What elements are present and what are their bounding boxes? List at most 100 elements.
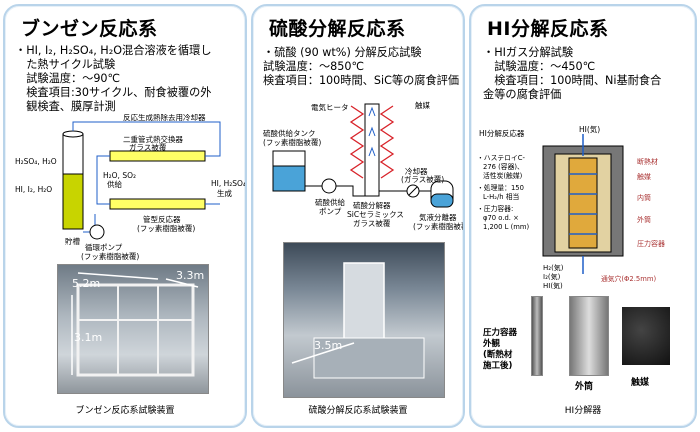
label-outer: 外筒 bbox=[637, 215, 651, 224]
tank-top bbox=[62, 130, 84, 138]
bunsen-title: ブンゼン反応系 bbox=[21, 18, 158, 40]
label-pump: 硫酸供給 bbox=[315, 197, 345, 207]
pressure-vessel-photo-label: 圧力容器 外観 (断熱材 施工後) bbox=[483, 328, 517, 372]
photo-label-line: 外観 bbox=[483, 339, 501, 349]
photo-label-line: 施工後) bbox=[483, 361, 513, 371]
panel-sulfuric: 硫酸分解反応系 ・硫酸 (90 wt%) 分解反応試験 試験温度：～850℃ 検… bbox=[251, 4, 465, 428]
pressure-vessel-photo bbox=[531, 296, 543, 376]
spec-text: ・ハステロイC- bbox=[477, 154, 526, 162]
bunsen-description: ・HI, I₂, H₂SO₄, H₂O混合溶液を循環し た熱サイクル試験 試験温… bbox=[15, 44, 212, 114]
bunsen-desc-line: た熱サイクル試験 bbox=[15, 58, 116, 71]
outer-tube-photo bbox=[569, 296, 609, 376]
label-insulation: 断熱材 bbox=[637, 157, 658, 166]
label-out: I₂(気) bbox=[543, 272, 561, 281]
label-tank: 貯槽 bbox=[65, 236, 80, 246]
flow-arrows bbox=[569, 173, 597, 235]
pipe bbox=[72, 121, 221, 157]
bunsen-desc-line: 検査項目:30サイクル、耐食被覆の外 bbox=[15, 86, 212, 99]
spec-text: ・圧力容器: bbox=[477, 204, 513, 213]
sulfuric-photo: 3.5m bbox=[283, 242, 445, 398]
sulfuric-title: 硫酸分解反応系 bbox=[269, 18, 406, 40]
outer-tube-label: 外筒 bbox=[575, 382, 594, 392]
hi-desc-line: 検査項目：100時間、Ni基耐食合 bbox=[483, 74, 662, 87]
dim-label: 3.1m bbox=[74, 331, 102, 344]
double-tube-heat-exchanger bbox=[109, 150, 206, 162]
label-hi-reactor: HI分解反応器 bbox=[479, 128, 525, 138]
label-supply-2: 供給 bbox=[107, 179, 122, 189]
label-heat-exchanger-sub: ガラス被覆 bbox=[129, 142, 167, 152]
hi-desc-line: 試験温度：～450℃ bbox=[483, 60, 596, 73]
frame bbox=[76, 283, 195, 377]
label-vessel: 圧力容器 bbox=[637, 239, 665, 248]
pipe bbox=[96, 155, 110, 205]
bunsen-diagram: 反応生成熱除去用冷却器 二重管式熱交換器 ガラス被覆 H₂SO₄, H₂O HI… bbox=[15, 114, 246, 261]
bunsen-photo: 5.2m 3.3m 3.1m bbox=[57, 264, 209, 394]
acid-liquid bbox=[272, 165, 306, 192]
label-out: H₂(気) bbox=[543, 263, 564, 272]
dim-label: 3.5m bbox=[314, 339, 342, 352]
bunsen-caption: ブンゼン反応系試験装置 bbox=[75, 406, 175, 416]
label-out: HI(気) bbox=[543, 281, 563, 290]
sulfuric-desc-line: 検査項目：100時間、SiC等の腐食評価 bbox=[263, 74, 460, 87]
label-separator-sub: (フッ素樹脂被覆) bbox=[413, 221, 465, 231]
sulfuric-photo-drawing: 3.5m bbox=[291, 262, 425, 379]
dim-label: 3.3m bbox=[176, 269, 204, 282]
flow-arrows bbox=[368, 106, 376, 157]
sulfuric-diagram: 電気ヒータ 触媒 硫酸供給タンク (フッ素樹脂被覆) 硫酸供給 ポンプ 硫酸分解… bbox=[263, 100, 465, 231]
label-tank-top: H₂SO₄, H₂O bbox=[15, 157, 57, 166]
platform bbox=[313, 337, 425, 379]
hi-diagram: HI分解反応器 HI(気) ・ハステロイC- 276 (容器)、 活性炭(触媒)… bbox=[477, 124, 665, 290]
label-decomposer-sub: SiCセラミックス bbox=[347, 210, 404, 219]
label-reactor: 管型反応器 bbox=[143, 214, 181, 224]
dim-line bbox=[291, 342, 355, 364]
hi-desc-line: ・HIガス分解試験 bbox=[483, 46, 574, 59]
catalyst-photo bbox=[621, 306, 671, 366]
pipe bbox=[336, 185, 365, 197]
label-pump-2: ポンプ bbox=[319, 207, 342, 216]
catalyst-bed bbox=[568, 157, 598, 249]
label-decomposer: 硫酸分解器 bbox=[353, 200, 391, 210]
photo-label-line: (断熱材 bbox=[483, 350, 513, 360]
sulfuric-caption: 硫酸分解反応系試験装置 bbox=[308, 406, 408, 416]
dim-label: 5.2m bbox=[72, 277, 100, 290]
spec-text: 活性炭(触媒) bbox=[483, 171, 523, 180]
sulfuric-desc-line: ・硫酸 (90 wt%) 分解反応試験 bbox=[263, 46, 422, 59]
hi-description: ・HIガス分解試験 試験温度：～450℃ 検査項目：100時間、Ni基耐食合 金… bbox=[483, 46, 661, 102]
bunsen-photo-drawing: 5.2m 3.3m 3.1m bbox=[71, 269, 204, 377]
bunsen-desc-line: 試験温度：～90℃ bbox=[15, 72, 121, 85]
label-catalyst: 触媒 bbox=[637, 172, 651, 181]
label-tank-mid: HI, I₂, H₂O bbox=[15, 185, 52, 194]
spec-text: 1,200 L (mm) bbox=[483, 223, 529, 231]
label-catalyst: 触媒 bbox=[415, 100, 430, 110]
tank-liquid bbox=[62, 173, 84, 230]
sulfuric-decomposer bbox=[364, 103, 380, 197]
label-pump-sub: (フッ素樹脂被覆) bbox=[81, 251, 139, 261]
label-vent: 通気穴(Φ2.5mm) bbox=[601, 274, 656, 283]
label-product: HI, H₂SO₄ bbox=[211, 179, 246, 188]
label-decomposer-sub2: ガラス被覆 bbox=[353, 218, 391, 228]
separator-liquid bbox=[430, 193, 454, 208]
label-reactor-sub: (フッ素樹脂被覆) bbox=[137, 223, 195, 233]
label-cooler-sub: (ガラス被覆) bbox=[401, 174, 444, 184]
hi-title: HI分解反応系 bbox=[487, 18, 609, 40]
circulation-pump bbox=[89, 224, 105, 240]
hi-caption: HI分解器 bbox=[564, 406, 602, 416]
spec-text: ・処理量：150 bbox=[477, 183, 524, 192]
label-inner: 内筒 bbox=[637, 193, 651, 202]
label-heat-exchanger: 二重管式熱交換器 bbox=[123, 134, 183, 144]
label-tank-sub: (フッ素樹脂被覆) bbox=[263, 137, 321, 147]
label-cooler: 反応生成熱除去用冷却器 bbox=[123, 114, 206, 122]
label-supply: H₂O, SO₂ bbox=[103, 171, 136, 180]
label-hi-gas-in: HI(気) bbox=[579, 124, 600, 134]
spec-text: φ70 o.d. × bbox=[483, 214, 519, 222]
dim-line bbox=[77, 272, 159, 280]
sulfuric-description: ・硫酸 (90 wt%) 分解反応試験 試験温度：～850℃ 検査項目：100時… bbox=[263, 46, 459, 88]
bunsen-desc-line: 観検査、膜厚計測 bbox=[15, 100, 116, 113]
heater-left bbox=[349, 105, 365, 179]
catalyst-photo-label: 触媒 bbox=[631, 378, 650, 388]
panel-bunsen: ブンゼン反応系 ・HI, I₂, H₂SO₄, H₂O混合溶液を循環し た熱サイ… bbox=[3, 4, 247, 428]
label-cooler: 冷却器 bbox=[405, 166, 428, 176]
label-tank: 硫酸供給タンク bbox=[263, 128, 316, 138]
panel-hi: HI分解反応系 ・HIガス分解試験 試験温度：～450℃ 検査項目：100時間、… bbox=[469, 4, 697, 428]
heater-right bbox=[379, 105, 395, 179]
